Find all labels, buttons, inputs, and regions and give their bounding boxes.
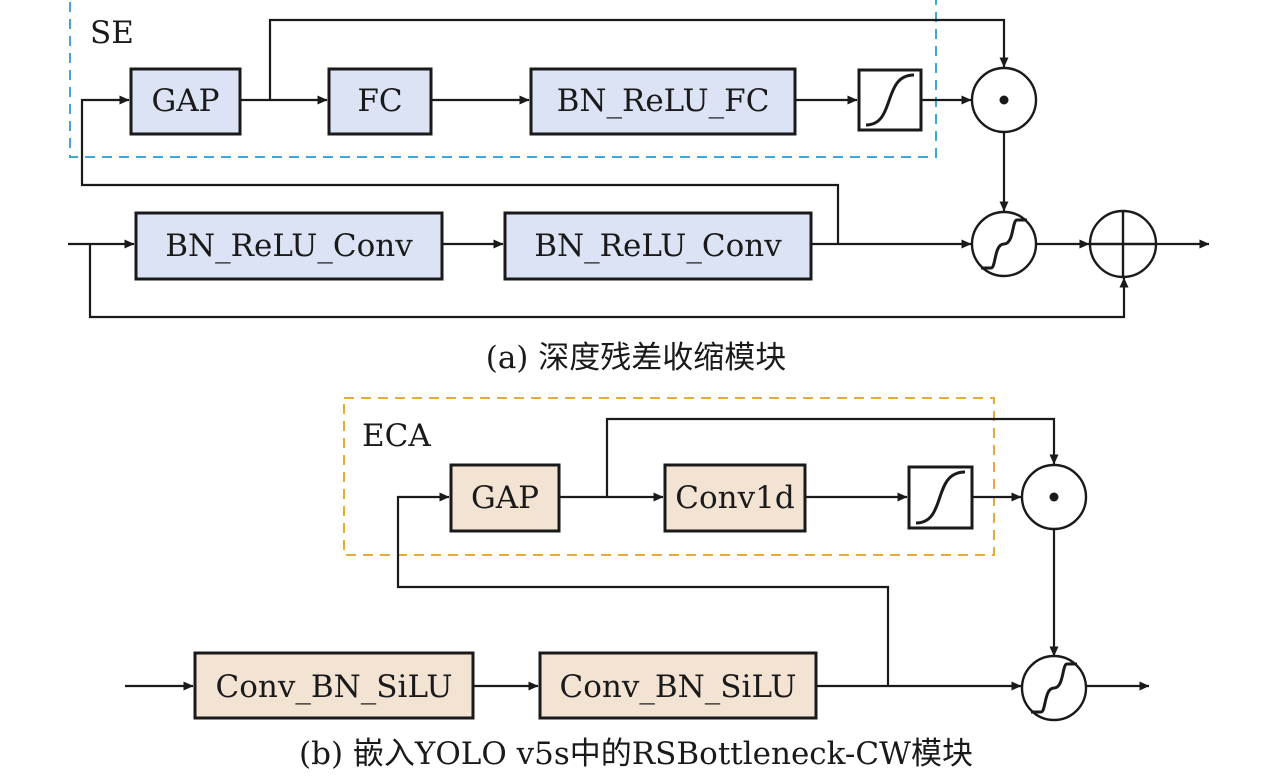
se-group-frame [69, 0, 937, 158]
se-group-label: SE [90, 15, 134, 51]
se-bn-relu-fc-block [529, 67, 797, 136]
conv-bn-silu-block-2-label: Conv_BN_SiLU [560, 669, 797, 705]
diagram-b: ECA GAP Conv1d Conv_BN_SiLU Conv_BN_SiLU [125, 397, 1150, 772]
eca-gap-label: GAP [471, 480, 539, 516]
conv-block-1-label: BN_ReLU_Conv [165, 228, 413, 264]
soft-threshold-icon [1020, 654, 1088, 722]
eca-conv1d-block [663, 463, 807, 533]
soft-threshold-icon [970, 210, 1038, 278]
conv-bn-silu-block-1 [193, 651, 475, 720]
conv-bn-silu-block-2 [538, 651, 818, 720]
eca-gap-block [449, 463, 561, 533]
eca-group-label: ECA [362, 418, 431, 454]
diagram-a-wires [68, 18, 1210, 319]
caption-b: (b) 嵌入YOLO v5s中的RSBottleneck-CW模块 [299, 736, 973, 772]
se-bn-relu-fc-label: BN_ReLU_FC [557, 83, 770, 119]
conv-block-2 [503, 211, 813, 281]
eca-group-frame [343, 397, 995, 556]
multiply-dot-icon [970, 66, 1038, 134]
eca-conv1d-label: Conv1d [675, 480, 794, 516]
sigmoid-icon [857, 68, 923, 132]
conv-block-2-label: BN_ReLU_Conv [534, 228, 782, 264]
add-icon [1088, 209, 1158, 279]
sigmoid-icon [907, 465, 974, 530]
se-gap-label: GAP [151, 83, 219, 119]
conv-block-1 [134, 211, 444, 281]
se-gap-block [129, 67, 242, 136]
diagram-b-wires [125, 417, 1150, 691]
se-fc-label: FC [357, 83, 402, 119]
se-fc-block [327, 67, 433, 136]
caption-a: (a) 深度残差收缩模块 [486, 340, 787, 376]
diagram-a: SE GAP FC BN_ReLU_FC BN [68, 0, 1210, 376]
multiply-dot-icon [1020, 463, 1088, 531]
conv-bn-silu-block-1-label: Conv_BN_SiLU [216, 669, 453, 705]
